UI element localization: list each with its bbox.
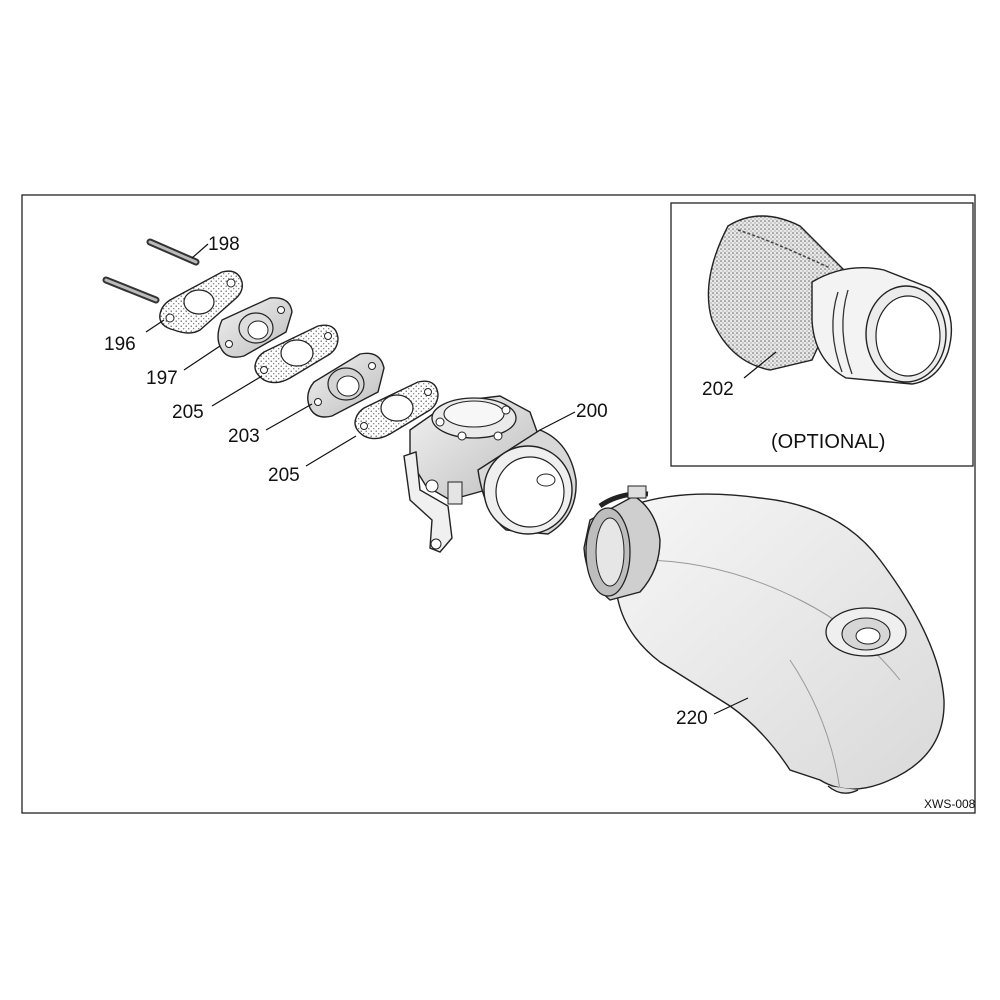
spacer-197-icon (217, 297, 293, 358)
label-200: 200 (576, 401, 608, 422)
optional-inset-frame (670, 202, 974, 467)
leader-198 (191, 243, 209, 259)
leader-197 (183, 345, 221, 371)
carburetor-200-icon (403, 395, 577, 553)
leader-205-lower (305, 435, 357, 467)
diagram-frame (21, 194, 976, 814)
airbox-220-icon (583, 485, 945, 794)
leader-200 (539, 411, 576, 431)
stud-198-icon (146, 238, 200, 266)
leader-202 (743, 351, 777, 379)
drawing-number: XWS-008 (924, 797, 976, 811)
spacer-203-icon (307, 352, 385, 418)
leader-196 (145, 319, 165, 333)
label-198: 198 (208, 234, 240, 255)
gasket-205-lower-icon (354, 380, 439, 440)
leader-220 (713, 697, 749, 715)
label-205-upper: 205 (172, 402, 204, 423)
optional-note: (OPTIONAL) (771, 431, 885, 453)
leader-205-upper (211, 375, 263, 407)
label-203: 203 (228, 426, 260, 447)
gasket-196-icon (159, 270, 244, 334)
label-220: 220 (676, 708, 708, 729)
label-196: 196 (104, 334, 136, 355)
label-205-lower: 205 (268, 465, 300, 486)
label-197: 197 (146, 368, 178, 389)
gasket-205-upper-icon (254, 324, 339, 384)
stud-196-icon (102, 276, 160, 304)
leader-203 (265, 403, 313, 431)
filter-202-icon (707, 215, 953, 385)
label-202: 202 (702, 379, 734, 400)
